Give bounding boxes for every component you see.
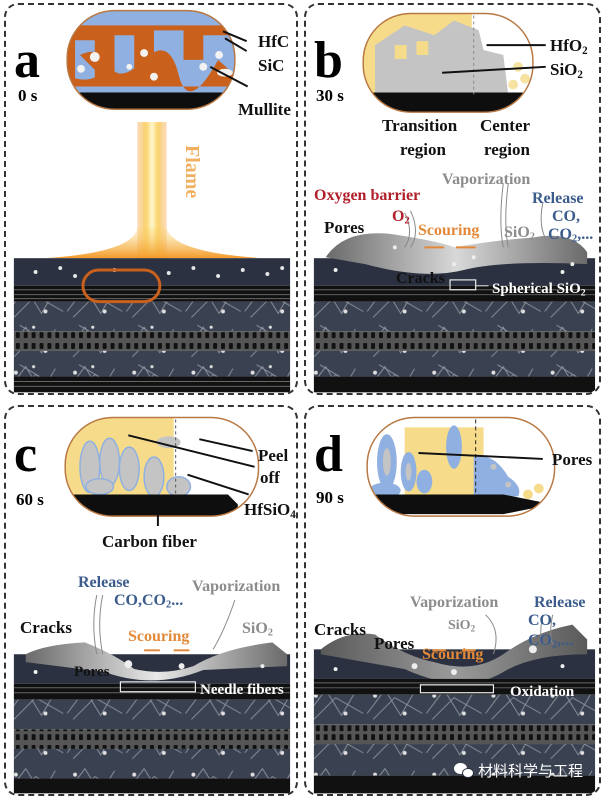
- substrate-a: [13, 258, 291, 393]
- label-center-line1: Center: [480, 116, 531, 135]
- panel-letter: a: [14, 32, 40, 89]
- label-oxidation: Oxidation: [510, 684, 575, 700]
- microstructure-capsule-a: [67, 10, 235, 110]
- zoom-region-marker: [81, 268, 162, 304]
- panel-letter: b: [314, 32, 343, 89]
- label-cracks: Cracks: [20, 618, 72, 637]
- label-peel-line1: Peel: [258, 446, 289, 465]
- oxidation-marker: [419, 684, 495, 694]
- label-transition-line1: Transition: [382, 116, 458, 135]
- substrate-d: [313, 624, 596, 794]
- label-arrows-a: [209, 30, 249, 88]
- gas-flow-lines-b: [404, 183, 549, 248]
- label-peel-line2: off: [260, 468, 280, 487]
- label-pores-top: Pores: [552, 450, 593, 469]
- gas-flow-lines-d: [485, 614, 554, 655]
- panel-b: b 30 s HfO2 SiO2 Transition region Cente…: [304, 3, 601, 395]
- label-hfsio4: HfSiO4: [244, 500, 296, 521]
- label-co2: CO2,...: [528, 632, 574, 651]
- microstructure-capsule-c: [65, 417, 259, 517]
- label-pores: Pores: [324, 218, 365, 237]
- panel-a: a 0 s HfC SiC Mullite Flame: [4, 3, 298, 395]
- panel-a-illustration: [13, 9, 291, 393]
- label-arrows-b: [442, 44, 546, 74]
- label-vaporization: Vaporization: [442, 171, 531, 188]
- label-center-line2: region: [484, 140, 530, 159]
- label-flame: Flame: [181, 145, 203, 199]
- panel-d-illustration: [313, 416, 596, 794]
- label-carbon-fiber: Carbon fiber: [102, 532, 197, 551]
- label-spherical-sio2: Spherical SiO2: [492, 281, 586, 299]
- panel-letter: c: [14, 426, 38, 483]
- panel-b-illustration: [313, 12, 596, 393]
- label-transition-line2: region: [400, 140, 446, 159]
- label-cracks: Cracks: [314, 620, 366, 639]
- substrate-c: [13, 642, 291, 794]
- watermark-text: 材料科学与工程: [477, 762, 583, 780]
- time-label: 60 s: [16, 490, 44, 509]
- label-sio2: SiO2: [448, 618, 476, 634]
- label-arrows-c: [128, 434, 255, 527]
- time-label: 0 s: [18, 86, 38, 105]
- panel-letter: d: [314, 426, 343, 483]
- spherical-sio2-marker: [449, 279, 477, 291]
- label-sio2: SiO2: [242, 620, 273, 639]
- label-co: CO,: [528, 612, 556, 629]
- label-scouring: Scouring: [418, 222, 480, 239]
- label-cracks: Cracks: [396, 270, 445, 287]
- label-oxygen-barrier: Oxygen barrier: [314, 187, 421, 204]
- label-scouring: Scouring: [128, 628, 190, 645]
- label-release: Release: [532, 190, 584, 207]
- label-hfc: HfC: [258, 32, 290, 51]
- time-label: 90 s: [316, 488, 344, 507]
- label-release: Release: [78, 574, 130, 591]
- label-vaporization: Vaporization: [410, 594, 499, 611]
- label-scouring: Scouring: [422, 646, 484, 663]
- label-sic: SiC: [258, 56, 285, 75]
- label-pores: Pores: [374, 634, 415, 653]
- time-label: 30 s: [316, 86, 344, 105]
- needle-fibers-marker: [119, 681, 196, 693]
- label-pores: Pores: [74, 664, 110, 680]
- gas-flow-lines-c: [93, 594, 236, 655]
- panel-d: d 90 s Pores Vaporization Release SiO2 C…: [304, 405, 601, 796]
- label-release: Release: [534, 594, 586, 611]
- panel-c-illustration: [13, 416, 291, 794]
- panel-c: c 60 s Peel off HfSiO4 Carbon fiber Rele…: [4, 405, 298, 796]
- substrate-b: [313, 233, 596, 393]
- label-sio2: SiO2: [550, 60, 583, 81]
- flame-spread: [45, 227, 263, 259]
- label-co2: CO2,...: [548, 226, 594, 245]
- label-mullite: Mullite: [238, 100, 291, 119]
- label-co: CO,: [552, 208, 580, 225]
- label-arrow-d: [418, 452, 543, 460]
- label-co-co2: CO,CO2...: [114, 592, 184, 611]
- label-hfo2: HfO2: [550, 36, 588, 57]
- label-sio2-vapor: SiO2: [504, 224, 535, 243]
- watermark: 材料科学与工程: [453, 760, 583, 781]
- label-o2: O2: [392, 208, 410, 227]
- label-vaporization: Vaporization: [192, 578, 281, 595]
- microstructure-capsule-d: [367, 417, 555, 517]
- wechat-icon: [453, 762, 474, 779]
- microstructure-capsule-b: [363, 13, 533, 113]
- label-needle-fibers: Needle fibers: [200, 682, 284, 698]
